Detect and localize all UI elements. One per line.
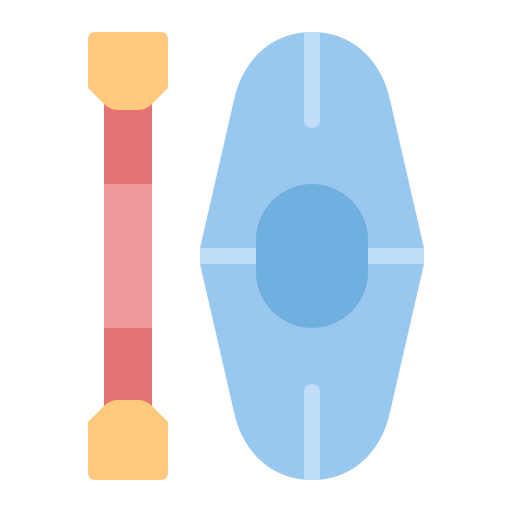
kayak-cockpit <box>256 184 368 328</box>
kayak-bow-line <box>304 32 320 128</box>
paddle-blade-top <box>88 32 168 110</box>
paddle-blade-bottom <box>88 400 168 480</box>
kayak-left-line <box>200 248 260 264</box>
kayak-stern-line <box>304 384 320 480</box>
paddle-shaft-grip <box>104 184 152 328</box>
kayak-right-line <box>364 248 424 264</box>
paddle-shaft-upper <box>104 104 152 184</box>
kayak-icon <box>200 32 424 480</box>
paddle-icon <box>88 32 168 480</box>
paddle-shaft-lower <box>104 328 152 408</box>
